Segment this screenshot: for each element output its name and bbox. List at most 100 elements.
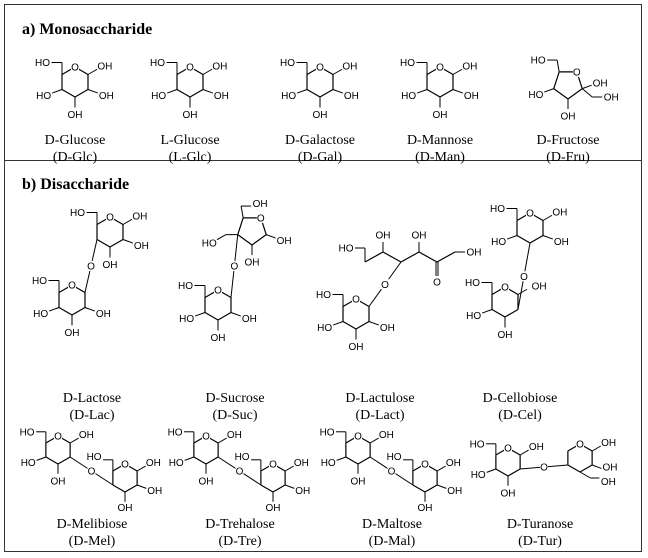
compound-caption: D-Sucrose(D-Suc) <box>165 390 305 424</box>
atom-label: OH <box>532 281 547 292</box>
bond <box>336 456 347 461</box>
compound-name: D-Melibiose <box>56 517 128 532</box>
atom-label: HO <box>316 290 331 301</box>
compound-caption: D-Glucose(D-Glc) <box>5 132 145 166</box>
section-divider <box>4 160 642 161</box>
bond <box>251 234 267 246</box>
atom-label: HO <box>490 204 505 215</box>
atom-label: HO <box>33 309 48 320</box>
bond <box>452 68 463 75</box>
bond <box>491 308 506 318</box>
bond <box>189 88 204 98</box>
compound-caption: L-Glucose(L-Glc) <box>120 132 260 166</box>
atom-label: HO <box>471 470 486 481</box>
atom-label: O <box>316 63 324 74</box>
compound-name: D-Galactose <box>285 133 355 148</box>
bond <box>284 484 295 489</box>
atom-label: OH <box>446 458 461 469</box>
atom-label: OH <box>132 211 147 222</box>
compound-caption: D-Fructose(D-Fru) <box>498 132 638 166</box>
bond <box>507 468 521 477</box>
atom-label: OH <box>498 330 513 341</box>
bond <box>112 484 126 493</box>
atom-label: O <box>354 432 362 443</box>
atom-label: HO <box>179 314 194 325</box>
compound-name: D-Lactulose <box>345 391 415 406</box>
atom-label: HO <box>36 91 51 102</box>
bond <box>517 288 528 295</box>
bond <box>69 437 79 444</box>
atom-label: O <box>501 283 509 294</box>
atom-label: O <box>71 63 79 74</box>
bond <box>424 484 438 493</box>
compound-name: L-Glucose <box>160 133 220 148</box>
atom-label: HO <box>168 427 183 438</box>
bond <box>260 484 274 493</box>
bond <box>306 88 321 98</box>
compound-caption: D-Lactulose(D-Lact) <box>310 390 450 424</box>
compound-abbreviation: (D-Gal) <box>297 150 343 165</box>
atom-label: O <box>573 67 581 78</box>
bond <box>193 456 207 465</box>
atom-label: HO <box>321 458 336 469</box>
bond <box>369 437 379 444</box>
bond <box>74 88 89 98</box>
atom-label: OH <box>134 241 149 252</box>
compound-abbreviation: (D-Mel) <box>68 534 116 549</box>
atom-label: HO <box>470 439 485 450</box>
bond <box>426 88 441 98</box>
bond <box>452 89 464 94</box>
atom-label: HO <box>280 58 295 69</box>
bond <box>319 88 334 98</box>
bond <box>436 251 456 263</box>
section-title-monosaccharide: a) Monosaccharide <box>22 21 153 38</box>
bond <box>51 89 63 94</box>
bond <box>109 238 124 248</box>
atom-label: OH <box>349 342 364 353</box>
bond <box>486 468 497 473</box>
bond <box>136 484 147 489</box>
compound-caption: D-Mannose(D-Man) <box>370 132 510 166</box>
atom-label: OH <box>103 260 118 271</box>
atom-label: HO <box>281 91 296 102</box>
compound-caption: D-Trehalose(D-Tre) <box>170 516 310 550</box>
atom-label: O <box>388 467 396 478</box>
bond <box>412 484 426 493</box>
bond <box>368 321 380 326</box>
atom-label: OH <box>199 476 214 487</box>
bond <box>240 205 244 218</box>
bond <box>506 235 518 240</box>
atom-label: HO <box>400 58 415 69</box>
bond <box>216 234 226 241</box>
atom-label: OH <box>99 91 114 102</box>
atom-label: O <box>540 463 548 474</box>
compound-name: D-Sucrose <box>205 391 265 406</box>
bond <box>166 89 178 94</box>
atom-label: O <box>269 460 277 471</box>
bond <box>332 68 343 75</box>
bond <box>87 89 99 94</box>
compound-abbreviation: (D-Tre) <box>218 534 262 549</box>
bond <box>436 465 446 472</box>
compound-caption: D-Cellobiose(D-Cel) <box>450 390 590 424</box>
bond <box>266 234 276 239</box>
bond <box>36 456 47 461</box>
atom-label: OH <box>467 248 482 259</box>
atom-label: HO <box>491 237 506 248</box>
atom-label: OH <box>412 231 427 242</box>
bond <box>544 88 554 93</box>
atom-label: O <box>87 262 95 273</box>
atom-label: O <box>230 262 238 273</box>
compound-name: D-Lactose <box>62 391 122 406</box>
atom-label: HO <box>528 90 543 101</box>
bond <box>439 88 454 98</box>
bond <box>237 234 253 246</box>
atom-label: O <box>68 281 76 292</box>
bond <box>272 484 286 493</box>
atom-label: O <box>576 440 584 451</box>
atom-label: OH <box>351 476 366 487</box>
bond <box>176 88 191 98</box>
bond <box>553 71 560 89</box>
atom-label: O <box>520 272 528 283</box>
